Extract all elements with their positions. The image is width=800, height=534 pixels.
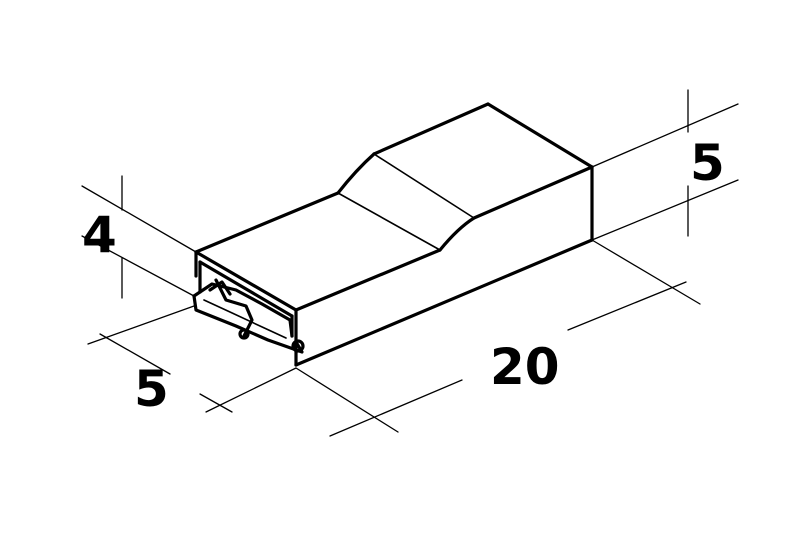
contact-spring [214,278,254,338]
body-top-curve [336,152,376,195]
ext-line-length-front [295,367,399,433]
dim-label-height-front: 4 [82,206,117,264]
body-top-rear-edge [372,102,490,156]
dim-line-5-front-right-ext [205,367,297,413]
dim-label-height-rear: 5 [690,134,725,192]
contact-rivet [238,328,250,340]
connector-body [192,102,594,367]
ext-line-front-top [81,185,197,253]
contact-inner-line [203,299,287,339]
dim-line-5-front-a [99,333,171,375]
body-mid-edge [294,248,442,312]
contact-upper [192,282,294,338]
dim-line-20-right [567,281,687,331]
contact-tab [291,339,305,353]
contact-hook [208,280,232,296]
dimension-lines [81,89,739,437]
body-transverse-2 [373,153,475,219]
front-face-top [194,250,298,312]
dim-line-20-left [329,379,463,437]
body-mid-curve [438,216,476,252]
body-top-front-edge [194,191,340,254]
ext-line-front-bottom [81,235,195,297]
dim-line-5-front-b [199,393,233,413]
body-mid-rear-edge [472,165,594,220]
ext-line-rear-top [591,103,739,168]
ext-line-rear-bottom [591,179,739,241]
body-transverse-1 [337,192,441,251]
front-opening-top [198,260,294,318]
dim-line-5-front-left-ext [87,305,195,345]
body-bottom-edge [294,238,594,367]
ext-line-length-rear [591,239,701,305]
dim-label-length: 20 [490,338,560,396]
dim-label-width-front: 5 [134,360,169,418]
body-rear-top-right [486,102,594,169]
